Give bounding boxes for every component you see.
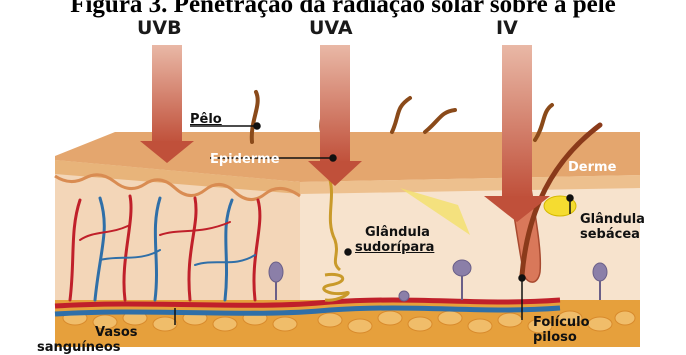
vasos-label-line1: Vasos	[95, 325, 138, 340]
uva-beam	[308, 45, 362, 186]
uva-label: UVA	[309, 17, 353, 39]
derme-label: Derme	[568, 160, 616, 175]
iv-label: IV	[496, 17, 518, 39]
glandula-sebacea-label-line1: Glândula	[580, 212, 645, 227]
glandula-sudoripara-label-line2: sudorípara	[355, 240, 434, 255]
uvb-beam	[140, 45, 194, 163]
glandula-sudoripara-label-line1: Glândula	[365, 225, 430, 240]
foliculo-label-line1: Folículo	[533, 315, 590, 330]
glandula-sebacea-label-line2: sebácea	[580, 227, 640, 242]
epiderme-label: Epiderme	[210, 152, 280, 167]
uvb-label: UVB	[137, 17, 182, 39]
foliculo-label-line2: piloso	[533, 330, 577, 345]
vasos-label-line2: sanguíneos	[37, 340, 121, 355]
pelo-label: Pêlo	[190, 112, 222, 127]
